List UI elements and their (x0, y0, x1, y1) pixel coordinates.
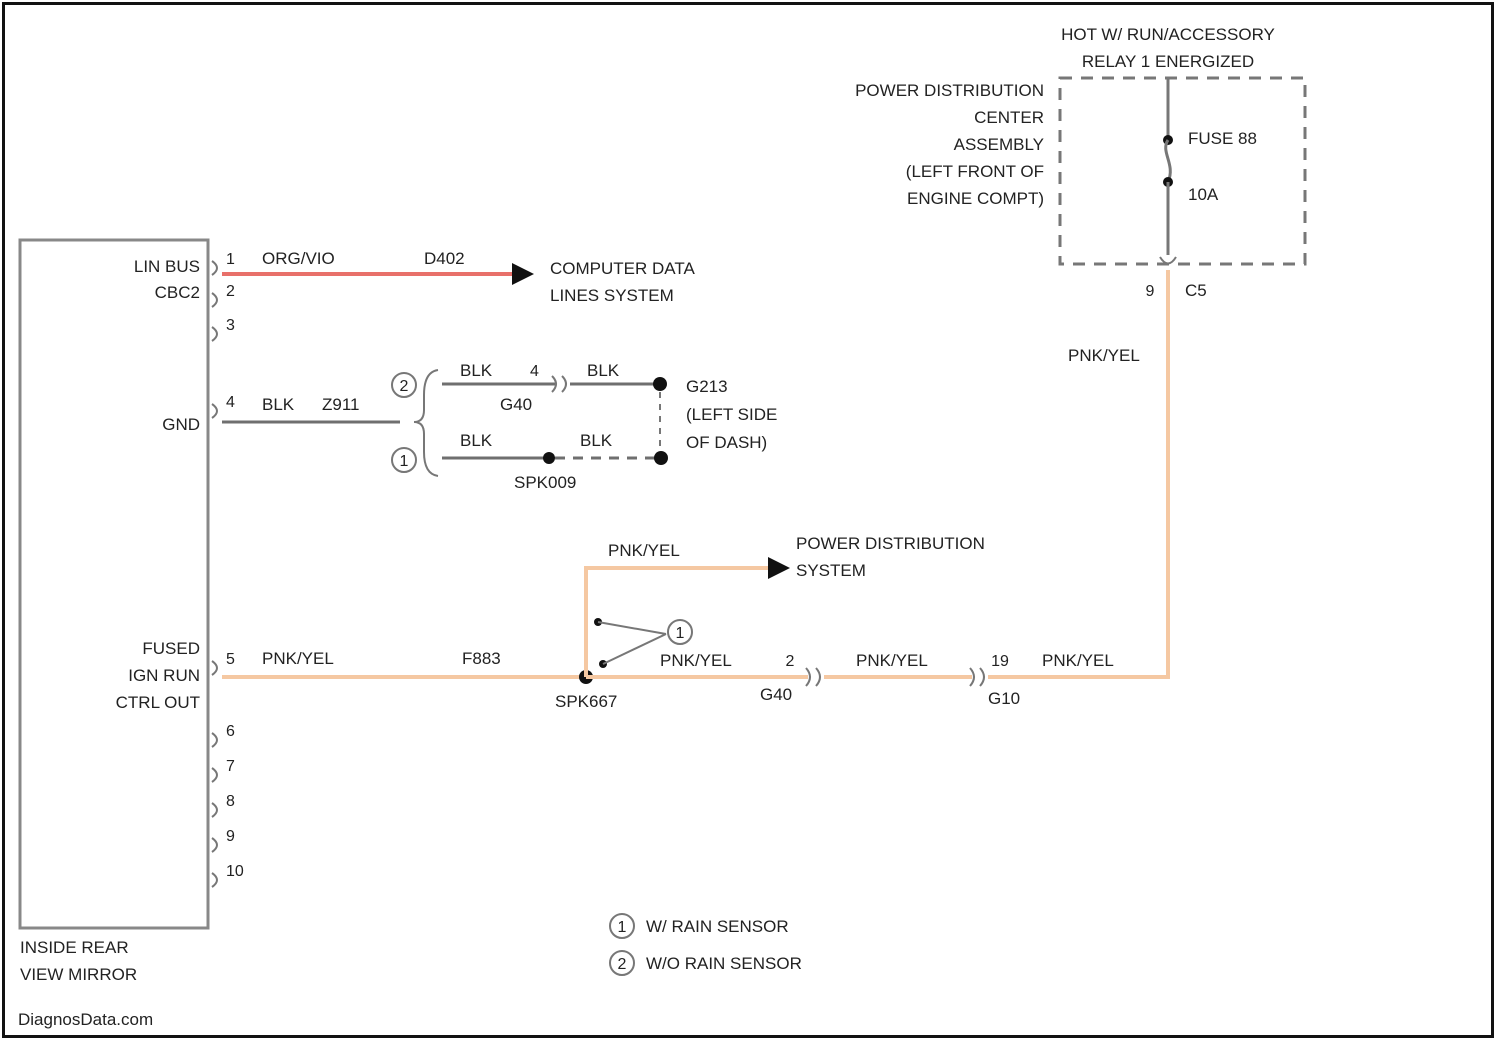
power-wire-seg1-color: PNK/YEL (262, 649, 334, 668)
ground-point-location-line2: OF DASH) (686, 433, 767, 452)
power-branch-dest-line2: SYSTEM (796, 561, 866, 580)
legend-badge-2-num: 2 (618, 956, 627, 973)
ground-b-splice: SPK009 (514, 473, 576, 492)
lin-destination-line1: COMPUTER DATA (550, 259, 695, 278)
pin4-label: GND (162, 415, 200, 434)
power-wire-seg4-riser (988, 270, 1168, 677)
pin5-label-line3: CTRL OUT (116, 693, 200, 712)
variant-badge-2-num: 2 (400, 378, 409, 395)
lin-arrow-icon (512, 263, 534, 285)
power-wire-seg2-color: PNK/YEL (660, 651, 732, 670)
pin2-label: CBC2 (155, 283, 200, 302)
fuse-rating: 10A (1188, 185, 1219, 204)
module-pin-stub (212, 293, 217, 307)
power-g40-name: G40 (760, 685, 792, 704)
power-riser-wire-color: PNK/YEL (1068, 346, 1140, 365)
power-g10-name: G10 (988, 689, 1020, 708)
module-pin-stub (212, 404, 217, 418)
power-branch-arrow-icon (768, 557, 790, 579)
pdc-label-line1: POWER DISTRIBUTION (855, 81, 1044, 100)
pdc-label-line2: CENTER (974, 108, 1044, 127)
module-pin-stub (212, 803, 217, 817)
relay-title-line1: HOT W/ RUN/ACCESSORY (1061, 25, 1275, 44)
pin5-label-line2: IGN RUN (128, 666, 200, 685)
fuse-symbol (1166, 140, 1171, 182)
power-g40-pin: 2 (786, 653, 795, 670)
ground-b-wire-left-color: BLK (460, 431, 493, 450)
ground-a-wire-left-color: BLK (460, 361, 493, 380)
variant-badge-1-num: 1 (400, 453, 409, 470)
ground-a-wire-right-color: BLK (587, 361, 620, 380)
power-g10-connector-symbol-2 (980, 668, 984, 686)
lin-destination-line2: LINES SYSTEM (550, 286, 674, 305)
module-pin-number: 10 (226, 863, 244, 880)
legend-item-1-text: W/ RAIN SENSOR (646, 917, 789, 936)
module-pin-number: 1 (226, 251, 235, 268)
power-wire-seg3-color: PNK/YEL (856, 651, 928, 670)
relay-title-line2: RELAY 1 ENERGIZED (1082, 52, 1254, 71)
module-name-line1: INSIDE REAR (20, 938, 129, 957)
module-pin-number: 3 (226, 317, 235, 334)
module-pin-stub (212, 768, 217, 782)
module-pin-number: 4 (226, 394, 235, 411)
variant-switch-lower-leg (603, 634, 666, 664)
ground-variant-brace (414, 370, 438, 476)
ground-point-name: G213 (686, 377, 728, 396)
variant-switch-upper-leg (598, 622, 666, 634)
module-pin-number: 2 (226, 283, 235, 300)
pdc-dashed-box (1060, 78, 1305, 264)
pin1-label: LIN BUS (134, 257, 200, 276)
ground-wire-color: BLK (262, 395, 295, 414)
ground-a-connector: G40 (500, 395, 532, 414)
g40-connector-symbol-2 (562, 376, 566, 392)
power-variant-badge-num: 1 (676, 625, 685, 642)
ground-b-wire-right-color: BLK (580, 431, 613, 450)
power-splice-name: SPK667 (555, 692, 617, 711)
module-pin-stub (212, 261, 217, 275)
module-pin-stub (212, 327, 217, 341)
power-branch-dest-line1: POWER DISTRIBUTION (796, 534, 985, 553)
power-g10-pin: 19 (991, 653, 1009, 670)
ground-point-location-line1: (LEFT SIDE (686, 405, 777, 424)
module-name-line2: VIEW MIRROR (20, 965, 137, 984)
module-pin-group: 1 2 3 4 5 6 7 8 9 10 (212, 251, 244, 887)
power-g40-connector-symbol-2 (816, 668, 820, 686)
spk009-splice (543, 452, 555, 464)
fuse-label: FUSE 88 (1188, 129, 1257, 148)
lin-wire-color: ORG/VIO (262, 249, 335, 268)
c5-pin-number: 9 (1146, 283, 1155, 300)
watermark-text: DiagnosData.com (18, 1010, 153, 1029)
power-wire-seg4-color: PNK/YEL (1042, 651, 1114, 670)
mirror-module-box (20, 240, 208, 928)
module-pin-number: 9 (226, 828, 235, 845)
lin-circuit-id: D402 (424, 249, 465, 268)
module-pin-number: 6 (226, 723, 235, 740)
legend-item-2-text: W/O RAIN SENSOR (646, 954, 802, 973)
ground-circuit-id: Z911 (322, 395, 360, 414)
module-pin-stub (212, 838, 217, 852)
module-pin-number: 5 (226, 651, 235, 668)
module-pin-stub (212, 661, 217, 675)
module-pin-stub (212, 873, 217, 887)
pdc-label-line5: ENGINE COMPT) (907, 189, 1044, 208)
power-circuit-id: F883 (462, 649, 501, 668)
ground-b-terminal (654, 451, 668, 465)
legend-badge-1-num: 1 (618, 919, 627, 936)
power-branch-wire-color: PNK/YEL (608, 541, 680, 560)
module-pin-stub (212, 733, 217, 747)
pdc-label-line3: ASSEMBLY (954, 135, 1044, 154)
c5-connector-name: C5 (1185, 281, 1207, 300)
pin5-label-line1: FUSED (142, 639, 200, 658)
module-pin-number: 7 (226, 758, 235, 775)
pdc-label-line4: (LEFT FRONT OF (906, 162, 1044, 181)
ground-a-terminal (653, 377, 667, 391)
ground-a-pin: 4 (530, 363, 539, 380)
module-pin-number: 8 (226, 793, 235, 810)
